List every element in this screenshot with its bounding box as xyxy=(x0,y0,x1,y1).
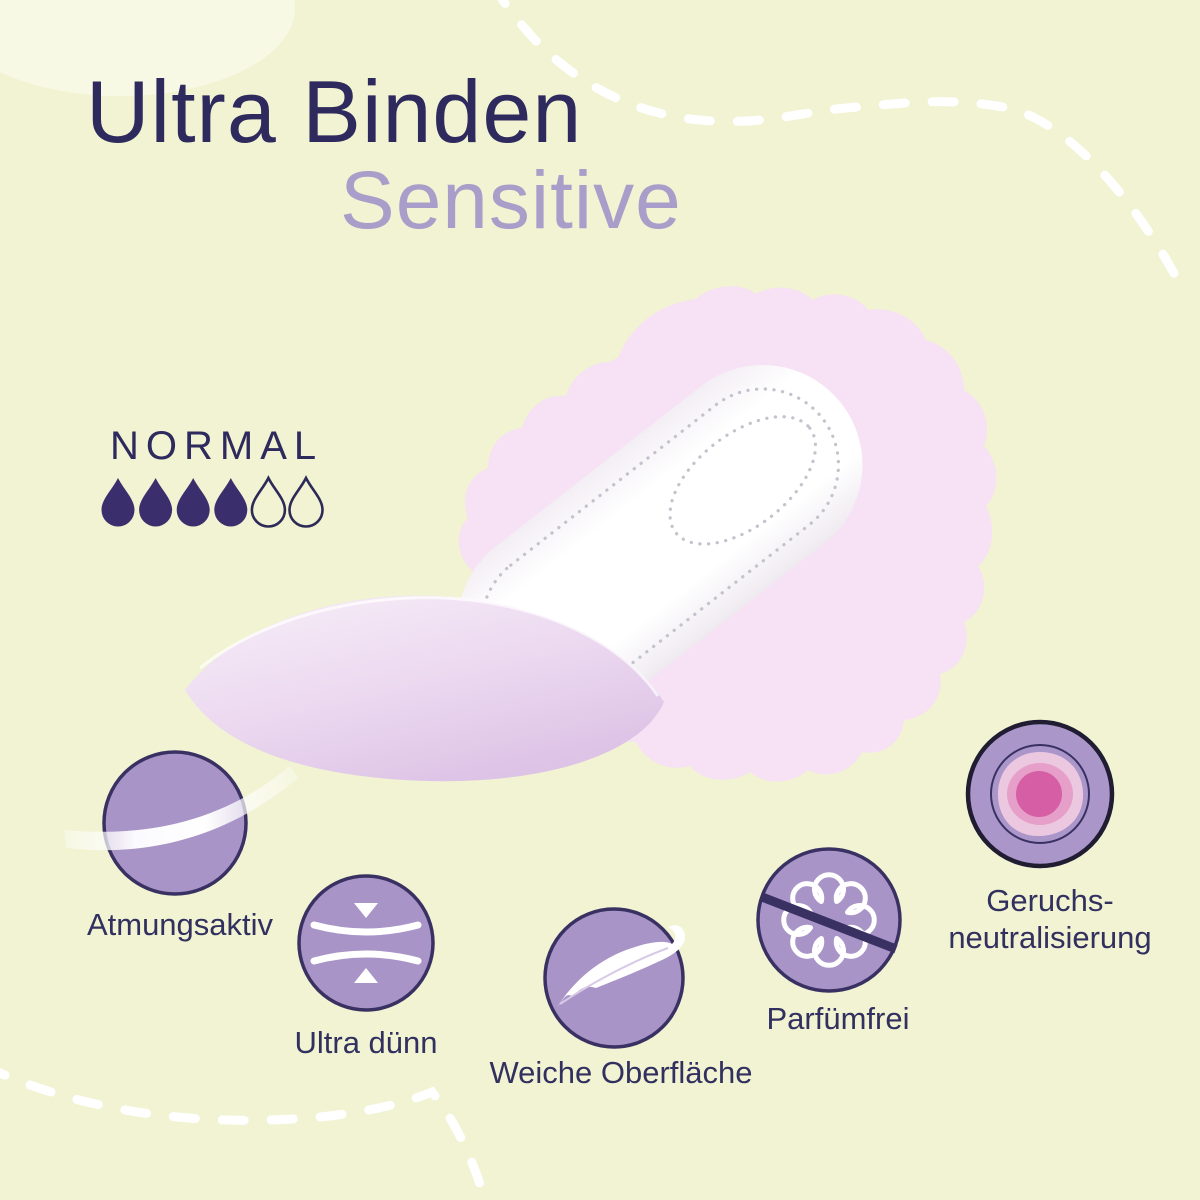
arrow-down xyxy=(354,903,378,918)
feather-body xyxy=(557,925,686,1008)
absorbency-label: NORMAL xyxy=(110,424,324,468)
product-subtitle: Sensitive xyxy=(340,155,682,246)
feature-label-ultra-thin: Ultra dünn xyxy=(294,1025,438,1060)
feature-label-line2: neutralisierung xyxy=(948,920,1152,955)
feature-label-breathable: Atmungsaktiv xyxy=(86,907,274,942)
arrow-up xyxy=(354,968,378,983)
absorbency-drops xyxy=(101,476,324,528)
feature-label-odor-neutralizing: Geruchs- neutralisierung xyxy=(910,882,1190,956)
odor-neutralizing-icon xyxy=(965,719,1115,869)
breathable-swoosh-icon xyxy=(64,750,298,896)
drop-icon xyxy=(250,476,287,528)
pad-stitching-oval xyxy=(668,415,818,546)
drop-icon xyxy=(288,476,324,528)
air-swoosh xyxy=(64,766,298,851)
decorative-dashed-curve-bottom xyxy=(0,1067,490,1200)
decorative-dashed-curve-top xyxy=(497,0,1191,301)
feature-label-line1: Geruchs- xyxy=(986,883,1114,918)
pad-illustration xyxy=(185,286,997,782)
no-perfume-flower-icon xyxy=(756,847,902,993)
drop-icon xyxy=(214,478,248,527)
feature-label-perfume-free: Parfümfrei xyxy=(766,1001,910,1036)
feather-icon xyxy=(543,907,686,1049)
drop-icon xyxy=(101,478,135,527)
strike-through-line xyxy=(760,892,898,954)
odor-blob-core xyxy=(1016,771,1062,817)
feature-label-soft-surface: Weiche Oberfläche xyxy=(489,1055,753,1090)
feather-spine xyxy=(559,947,669,1005)
background-highlight-blob xyxy=(0,0,295,96)
drop-icon xyxy=(139,478,173,527)
product-title: Ultra Binden xyxy=(86,62,583,161)
drop-icon xyxy=(176,478,210,527)
pad-underside-fold xyxy=(185,595,664,782)
ultra-thin-icon xyxy=(297,874,435,1012)
